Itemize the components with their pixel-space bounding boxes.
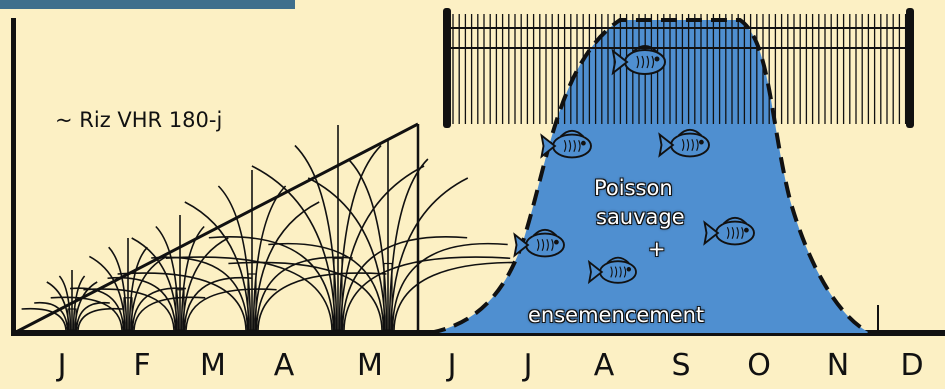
fish-label-line2: sauvage: [596, 205, 685, 229]
top-left-band: [0, 0, 295, 9]
rice-variety-label: ~ Riz VHR 180-j: [55, 108, 222, 132]
month-label: J: [448, 348, 457, 383]
month-label: J: [58, 348, 67, 383]
month-label: O: [747, 348, 771, 383]
fish-label-line4: ensemencement: [528, 303, 704, 327]
month-label: S: [671, 348, 690, 383]
month-label: J: [524, 348, 533, 383]
month-label: M: [200, 348, 226, 383]
month-label: A: [274, 348, 295, 383]
y-axis: [11, 18, 16, 336]
fish-label-line1: Poisson: [594, 176, 673, 200]
fish-label-line3: +: [648, 237, 666, 261]
month-label: N: [827, 348, 849, 383]
month-label: M: [357, 348, 383, 383]
rice-plant-icon: [118, 170, 387, 330]
month-label: F: [133, 348, 150, 383]
rice-plants: [22, 125, 548, 330]
month-label: D: [900, 348, 923, 383]
month-label: A: [594, 348, 615, 383]
